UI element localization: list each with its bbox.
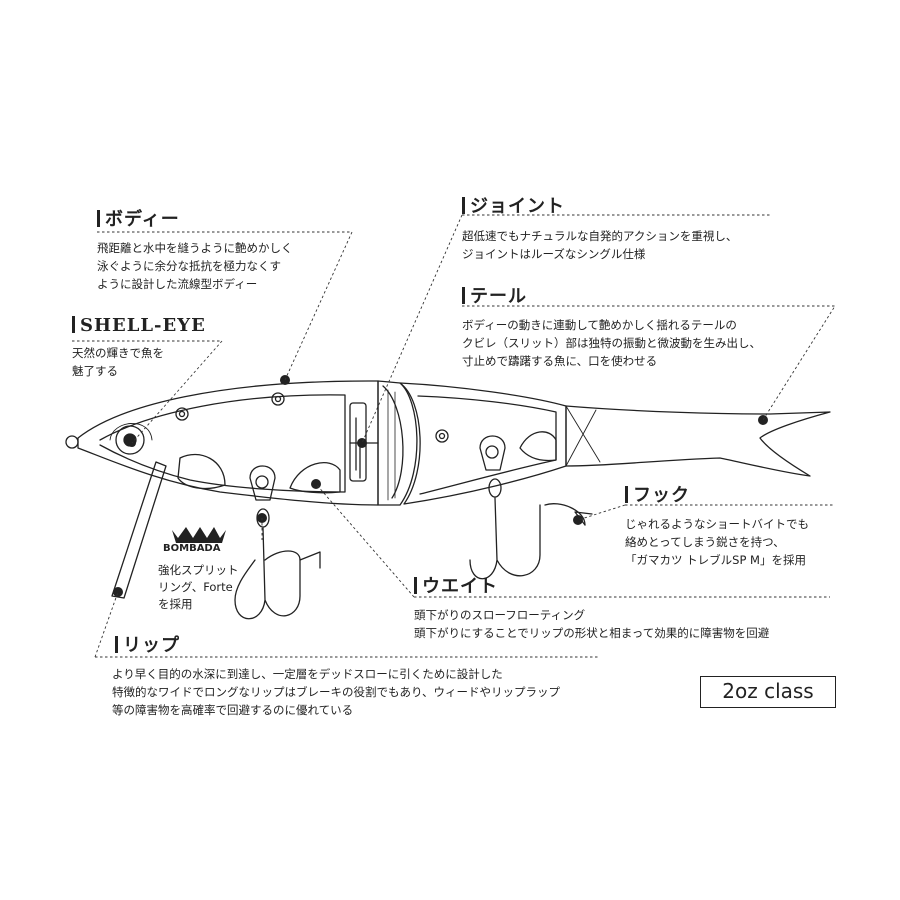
shell-eye-label: SHELL-EYE 天然の輝きで魚を 魅了する <box>72 315 206 380</box>
tail-label: テール ボディーの動きに連動して艶めかしく揺れるテールの クビレ（スリット）部は… <box>462 282 761 370</box>
hook-label: フック じゃれるようなショートバイトでも 絡めとってしまう鋭さを持つ、 「ガマカ… <box>625 481 809 569</box>
body-desc-2: 泳ぐように余分な抵抗を極力なくす <box>97 259 281 273</box>
weight-heading: ウエイト <box>422 576 498 597</box>
hook-desc-2: 絡めとってしまう鋭さを持つ、 <box>625 535 785 549</box>
weight-desc-1: 頭下がりのスローフローティング <box>414 608 586 622</box>
joint-desc-2: ジョイントはルーズなシングル仕様 <box>462 247 646 261</box>
bombada-logo-text: BOMBADA <box>163 543 221 554</box>
joint-desc-1: 超低速でもナチュラルな自発的アクションを重視し、 <box>462 229 738 243</box>
tail-heading: テール <box>470 286 527 307</box>
shell-eye-heading: SHELL-EYE <box>80 315 206 336</box>
tail-desc-3: 寸止めで躊躇する魚に、口を使わせる <box>462 354 658 368</box>
lure-joint-section <box>377 380 418 506</box>
joint-heading: ジョイント <box>470 196 565 217</box>
body-heading: ボディー <box>105 209 180 230</box>
lip-label: リップ より早く目的の水深に到達し、一定層をデッドスローに引くために設計した 特… <box>112 631 561 719</box>
tail-desc-1: ボディーの動きに連動して艶めかしく揺れるテールの <box>462 318 737 332</box>
shell-eye-desc-1: 天然の輝きで魚を <box>72 346 164 360</box>
line-eyelet-icon <box>65 435 79 449</box>
bombada-crown-icon <box>172 527 226 543</box>
split-ring-label: 強化スプリット リング、Forte を採用 <box>158 562 239 613</box>
lure-rear-body <box>399 382 567 505</box>
weight-desc-2: 頭下がりにすることでリップの形状と相まって効果的に障害物を回避 <box>414 626 770 640</box>
ring-desc-1: 強化スプリット <box>158 563 239 577</box>
tail-desc-2: クビレ（スリット）部は独特の振動と微波動を生み出し、 <box>462 336 761 350</box>
lip-desc-3: 等の障害物を高確率で回避するのに優れている <box>112 703 354 717</box>
lip-heading: リップ <box>123 635 180 656</box>
lure-front-body <box>77 380 379 506</box>
joint-label: ジョイント 超低速でもナチュラルな自発的アクションを重視し、 ジョイントはルーズ… <box>462 192 737 263</box>
hook-desc-3: 「ガマカツ トレブルSP M」を採用 <box>625 553 806 567</box>
hook-heading: フック <box>633 485 690 506</box>
shell-eye-icon <box>115 425 145 455</box>
shell-eye-desc-2: 魅了する <box>72 364 118 378</box>
lip-desc-2: 特徴的なワイドでロングなリップはブレーキの役割でもあり、ウィードやリップラップ <box>112 685 561 699</box>
ring-desc-3: を採用 <box>158 597 193 611</box>
class-badge: 2oz class <box>700 676 836 708</box>
lure-tail <box>565 405 831 477</box>
body-desc-1: 飛距離と水中を縫うように艶めかしく <box>97 241 293 255</box>
treble-hook-front <box>234 527 301 620</box>
body-label: ボディー 飛距離と水中を縫うように艶めかしく 泳ぐように余分な抵抗を極力なくす … <box>97 205 293 293</box>
treble-hook-rear <box>469 497 586 580</box>
ring-desc-2: リング、Forte <box>158 580 233 594</box>
lip <box>111 461 167 599</box>
weight-label: ウエイト 頭下がりのスローフローティング 頭下がりにすることでリップの形状と相ま… <box>414 572 769 642</box>
lip-desc-1: より早く目的の水深に到達し、一定層をデッドスローに引くために設計した <box>112 667 503 681</box>
body-desc-3: ように設計した流線型ボディー <box>97 277 258 291</box>
hook-desc-1: じゃれるようなショートバイトでも <box>625 517 809 531</box>
